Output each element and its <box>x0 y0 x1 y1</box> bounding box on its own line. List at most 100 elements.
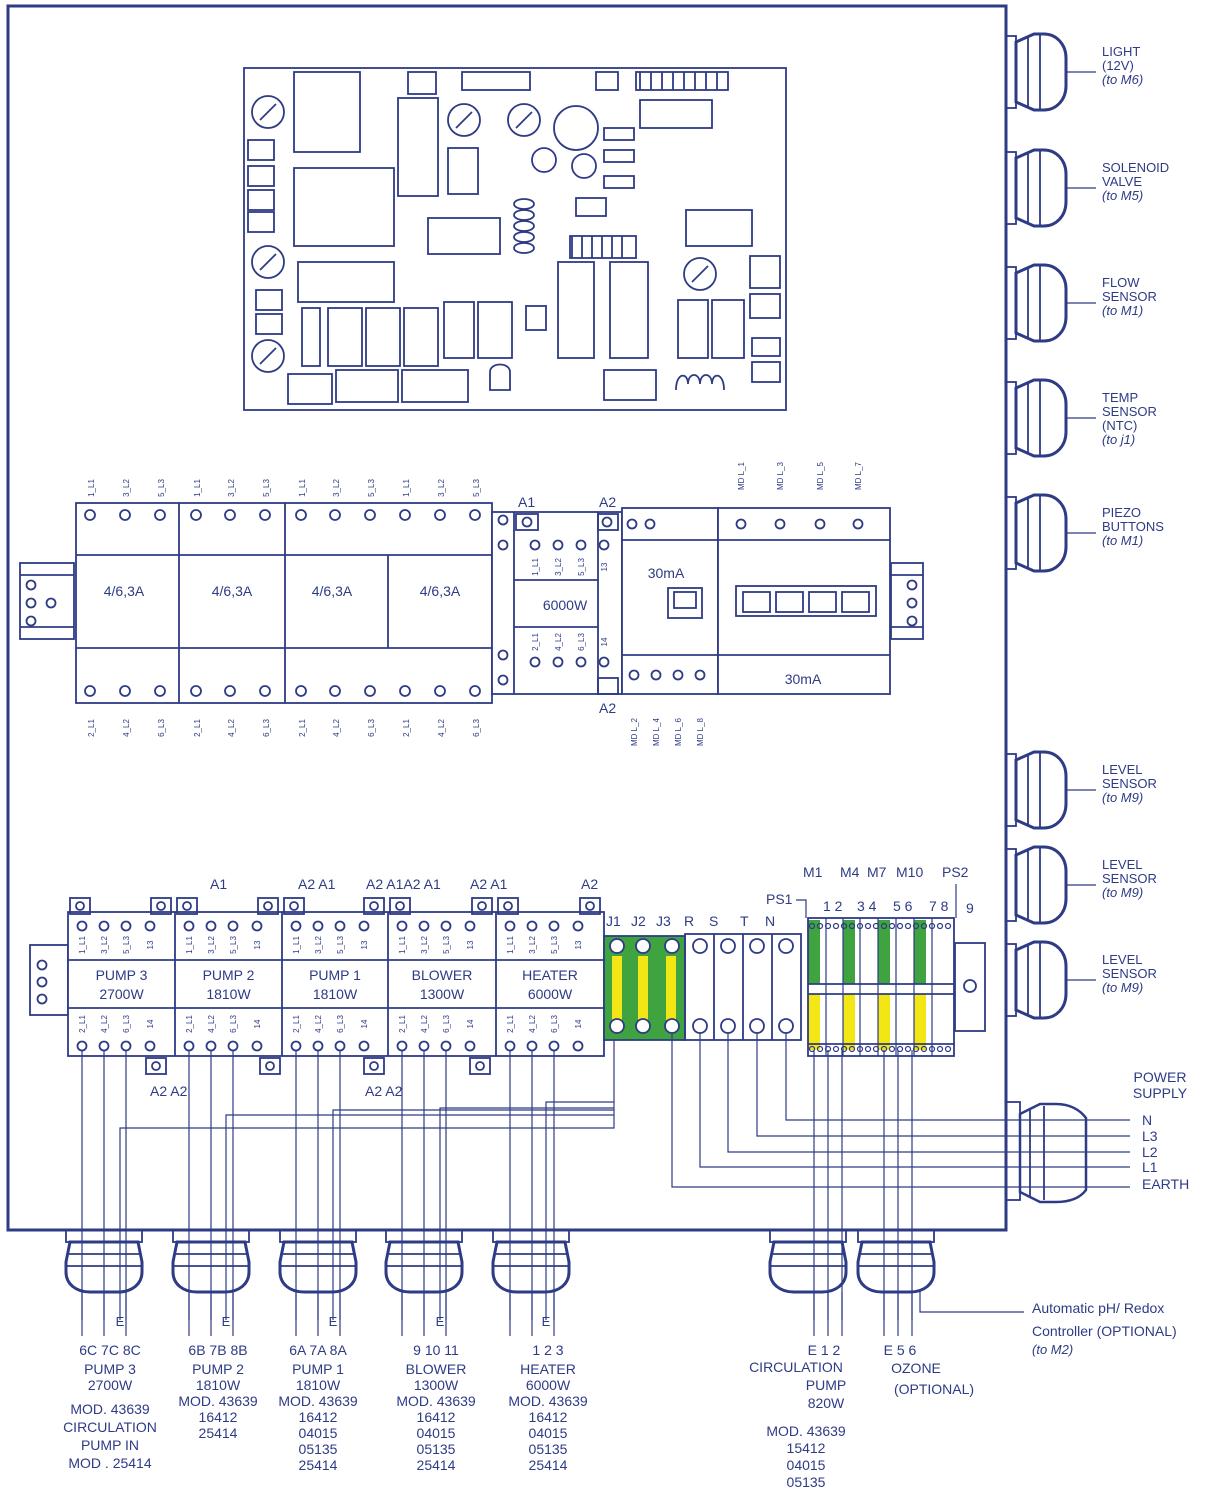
terminal-label: 4_L2 <box>100 1015 109 1033</box>
module-label: 5 6 <box>893 898 913 914</box>
terminal-label: 2_L1 <box>298 719 307 737</box>
output-label: 820W <box>808 1395 845 1411</box>
terminal-label: 3_L2 <box>554 558 563 576</box>
output-label: 04015 <box>529 1425 568 1441</box>
terminal-screw <box>434 509 446 521</box>
terminal-screw <box>154 509 166 521</box>
earth-marker: E <box>436 1314 445 1329</box>
coil-label-a1: A1 <box>518 494 535 510</box>
cable-gland-right <box>1005 493 1096 573</box>
terminal-screw <box>626 518 638 530</box>
terminal-label: 1_L1 <box>78 936 87 954</box>
gland-label: SENSOR <box>1102 289 1157 304</box>
pcb-component <box>711 299 745 359</box>
output-label: 04015 <box>417 1425 456 1441</box>
module-label: PS1 <box>766 891 793 907</box>
earth-marker: E <box>542 1314 551 1329</box>
module-label: M4 <box>840 864 860 880</box>
terminal-label: 5_L3 <box>442 936 451 954</box>
pcb-component <box>685 209 753 247</box>
pcb-component <box>603 127 635 141</box>
terminal-label: 2_L1 <box>398 1015 407 1033</box>
pcb-component <box>635 71 729 91</box>
output-label: 15412 <box>787 1440 826 1456</box>
terminal-label: 1_L1 <box>193 479 202 497</box>
coil-terminal <box>363 1057 385 1075</box>
terminal-block-label: S <box>709 913 718 929</box>
pcb-component <box>749 293 781 319</box>
terminal-label: 6_L3 <box>550 1015 559 1033</box>
coil-terminal <box>257 897 279 915</box>
power-line-label: N <box>1142 1112 1152 1128</box>
module-terminal-strip <box>796 884 957 1057</box>
rcd-rating: 30mA <box>648 565 685 581</box>
pcb-component <box>255 313 283 335</box>
pcb-component <box>401 369 469 403</box>
pcb-coil <box>513 242 535 254</box>
coil-terminal <box>176 897 198 915</box>
md-label: MD L_6 <box>674 717 683 746</box>
terminal-label: 4_L2 <box>332 719 341 737</box>
terminal-screw <box>358 1040 370 1052</box>
cable-gland-bottom <box>768 1229 848 1294</box>
terminal-label: 14 <box>146 1019 155 1028</box>
md-label: MD L_3 <box>776 461 785 490</box>
output-label: 25414 <box>529 1457 568 1473</box>
terminal-block-label: J2 <box>631 913 646 929</box>
cable-gland-right <box>1005 845 1096 925</box>
terminal-label: 1_L1 <box>402 479 411 497</box>
terminal-label: 13 <box>600 562 609 571</box>
output-label: 25414 <box>199 1425 238 1441</box>
terminal-label: 6_L3 <box>367 719 376 737</box>
terminal-screw <box>852 518 864 530</box>
output-wire-numbers: 6A 7A 8A <box>289 1342 347 1358</box>
output-label: 1810W <box>196 1377 241 1393</box>
terminal-label: 3_L2 <box>528 936 537 954</box>
coil-terminal <box>469 1057 491 1075</box>
output-label: 04015 <box>787 1457 826 1473</box>
gland-label: LIGHT <box>1102 44 1140 59</box>
terminal-label: 14 <box>600 637 609 646</box>
pcb-component <box>575 197 607 217</box>
terminal-label: 3_L2 <box>420 936 429 954</box>
terminal-screw <box>504 920 516 932</box>
terminal-screw <box>76 920 88 932</box>
gland-destination: (to M1) <box>1102 303 1143 318</box>
terminal-label: 1_L1 <box>185 936 194 954</box>
output-label: OZONE <box>891 1360 941 1376</box>
module-label: 9 <box>966 900 974 916</box>
terminal-screw <box>364 509 376 521</box>
terminal-screw <box>628 669 640 681</box>
terminal-label: 5_L3 <box>367 479 376 497</box>
cable-gland-bottom <box>278 1229 358 1294</box>
pcb-coil <box>513 209 535 221</box>
pcb-component <box>443 301 475 359</box>
pcb-component <box>595 71 619 91</box>
terminal-screw <box>334 920 346 932</box>
output-label: BLOWER <box>406 1361 467 1377</box>
pcb-component <box>407 71 437 95</box>
contactor-name: PUMP 3 <box>96 967 148 983</box>
terminal-screw <box>440 920 452 932</box>
gland-destination: (to M9) <box>1102 790 1143 805</box>
output-label: PUMP 3 <box>84 1361 136 1377</box>
output-label: PUMP <box>806 1377 846 1393</box>
terminal-screw <box>399 509 411 521</box>
output-label: CIRCULATION <box>63 1419 157 1435</box>
coil-terminal <box>497 897 519 915</box>
terminal-label: 5_L3 <box>472 479 481 497</box>
gland-label: SENSOR <box>1102 966 1157 981</box>
terminal-label: 13 <box>466 940 475 949</box>
terminal-block-j <box>603 935 686 1041</box>
contactor-name: HEATER <box>522 967 578 983</box>
terminal-screw <box>497 674 509 686</box>
pcb-component <box>297 261 395 303</box>
terminal-label: 13 <box>146 940 155 949</box>
output-label: 25414 <box>299 1457 338 1473</box>
terminal-screw <box>497 539 509 551</box>
output-wire-numbers: 6C 7C 8C <box>79 1342 140 1358</box>
terminal-label: 1_L1 <box>398 936 407 954</box>
power-line-label: EARTH <box>1142 1176 1189 1192</box>
terminal-label: 1_L1 <box>531 558 540 576</box>
